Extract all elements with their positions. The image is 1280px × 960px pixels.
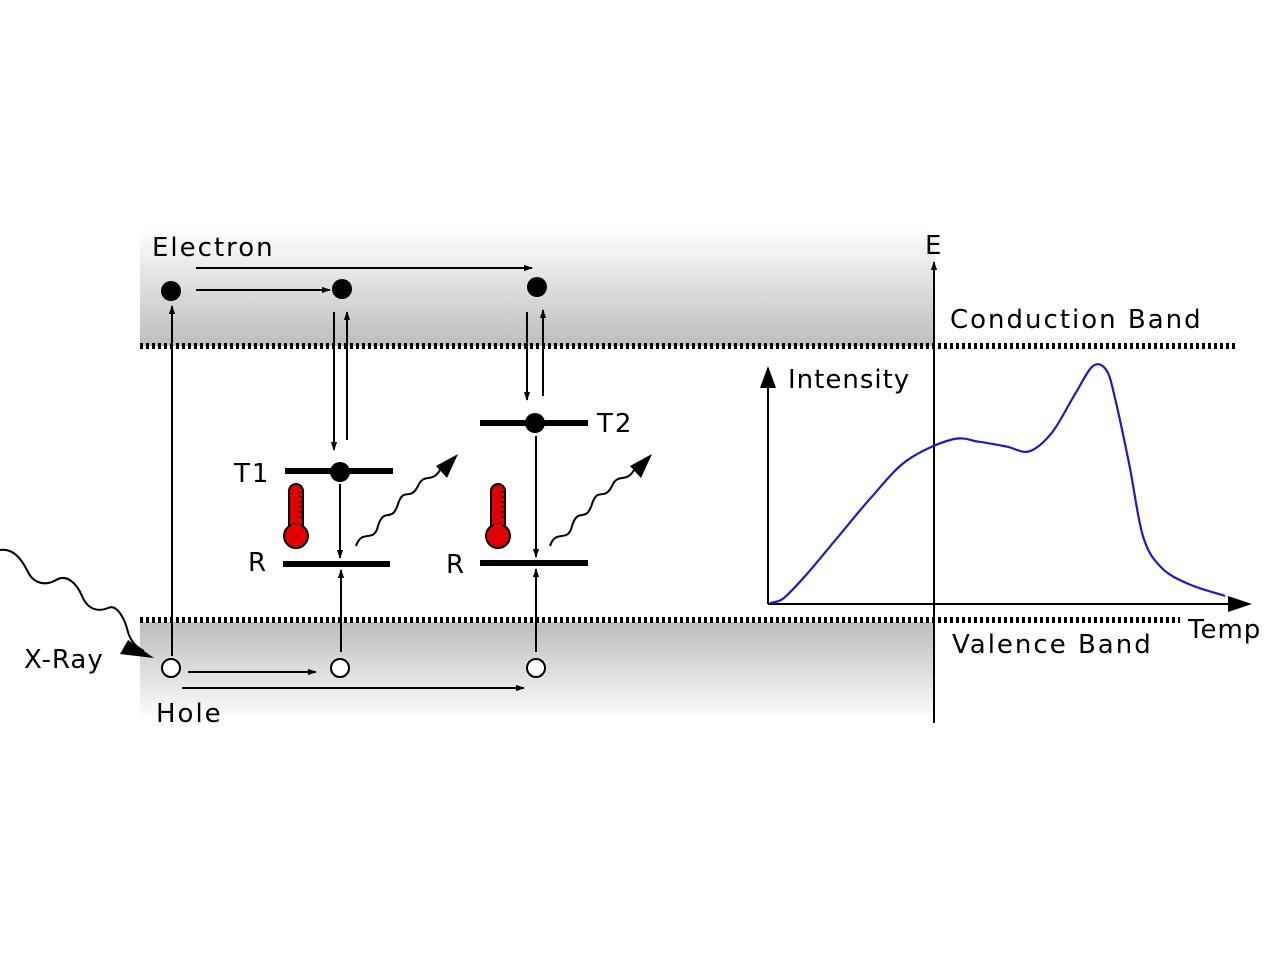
hole-2 — [330, 658, 350, 678]
electron-1 — [161, 281, 181, 301]
trap-level-2-label: T2 — [596, 409, 633, 439]
xray-arrow-head — [120, 640, 154, 658]
hole-label: Hole — [156, 699, 223, 729]
intensity-axis-arrow-head — [760, 366, 776, 388]
thermometer-icon — [283, 483, 309, 549]
trap-level-1-label: T1 — [233, 459, 270, 489]
temp-axis-arrow-head — [1228, 596, 1252, 612]
intensity-axis-label: Intensity — [788, 365, 910, 395]
energy-axis-label: E — [925, 231, 943, 261]
emitted-photon-1 — [355, 469, 441, 547]
recombination-level-1-label: R — [248, 548, 268, 578]
conduction-band-label: Conduction Band — [950, 305, 1203, 335]
hole-1 — [161, 658, 181, 678]
thermometer-icon — [485, 483, 511, 549]
emitted-photon-1-head — [436, 454, 458, 478]
emitted-photon-2-head — [630, 454, 652, 478]
valence-band-label: Valence Band — [952, 630, 1153, 660]
trapped-electron-1 — [330, 462, 350, 482]
electron-3 — [527, 277, 547, 297]
emitted-photon-2 — [549, 469, 635, 547]
xray-wave — [0, 548, 145, 652]
trapped-electron-2 — [525, 413, 545, 433]
recombination-level-2-label: R — [446, 550, 466, 580]
temp-axis-label: Temp — [1187, 615, 1261, 645]
electron-2 — [332, 279, 352, 299]
electron-label: Electron — [152, 233, 275, 263]
hole-3 — [526, 658, 546, 678]
glow-curve-line — [769, 363, 1226, 605]
xray-label: X-Ray — [24, 645, 104, 675]
